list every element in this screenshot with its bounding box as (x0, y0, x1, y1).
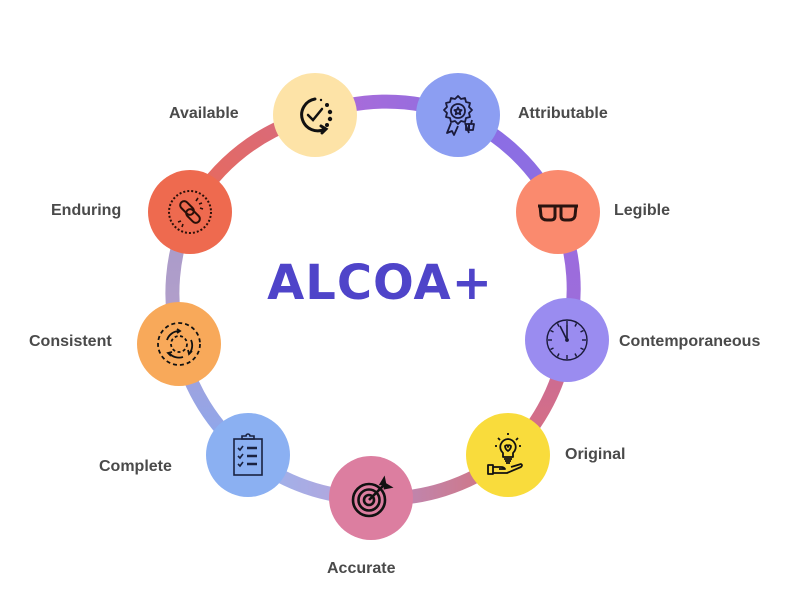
glasses-icon (538, 204, 578, 222)
node-legible (516, 170, 600, 254)
node-original (466, 413, 550, 497)
clock-refresh-check-icon (300, 97, 333, 135)
label-legible: Legible (614, 202, 671, 219)
node-available (273, 73, 357, 157)
label-available: Available (169, 105, 239, 122)
clock-icon (546, 319, 588, 361)
award-badge-thumbs-up-icon (443, 95, 475, 136)
label-contemporaneous: Contemporaneous (619, 333, 761, 350)
label-accurate: Accurate (327, 560, 396, 577)
clipboard-checklist-icon (233, 433, 263, 476)
label-consistent: Consistent (29, 333, 112, 350)
node-enduring (148, 170, 232, 254)
label-enduring: Enduring (51, 202, 122, 219)
label-original: Original (565, 446, 626, 463)
node-consistent (137, 302, 221, 386)
label-attributable: Attributable (518, 105, 608, 122)
node-complete (206, 413, 290, 497)
label-complete: Complete (99, 458, 172, 475)
target-dart-icon (351, 475, 394, 518)
circular-arrows-icon (157, 322, 201, 366)
node-accurate (329, 456, 413, 540)
node-attributable (416, 73, 500, 157)
link-chain-icon (168, 190, 212, 234)
diagram-title: ALCOA+ (267, 255, 493, 311)
node-contemporaneous (525, 298, 609, 382)
lightbulb-hand-icon (487, 433, 523, 475)
